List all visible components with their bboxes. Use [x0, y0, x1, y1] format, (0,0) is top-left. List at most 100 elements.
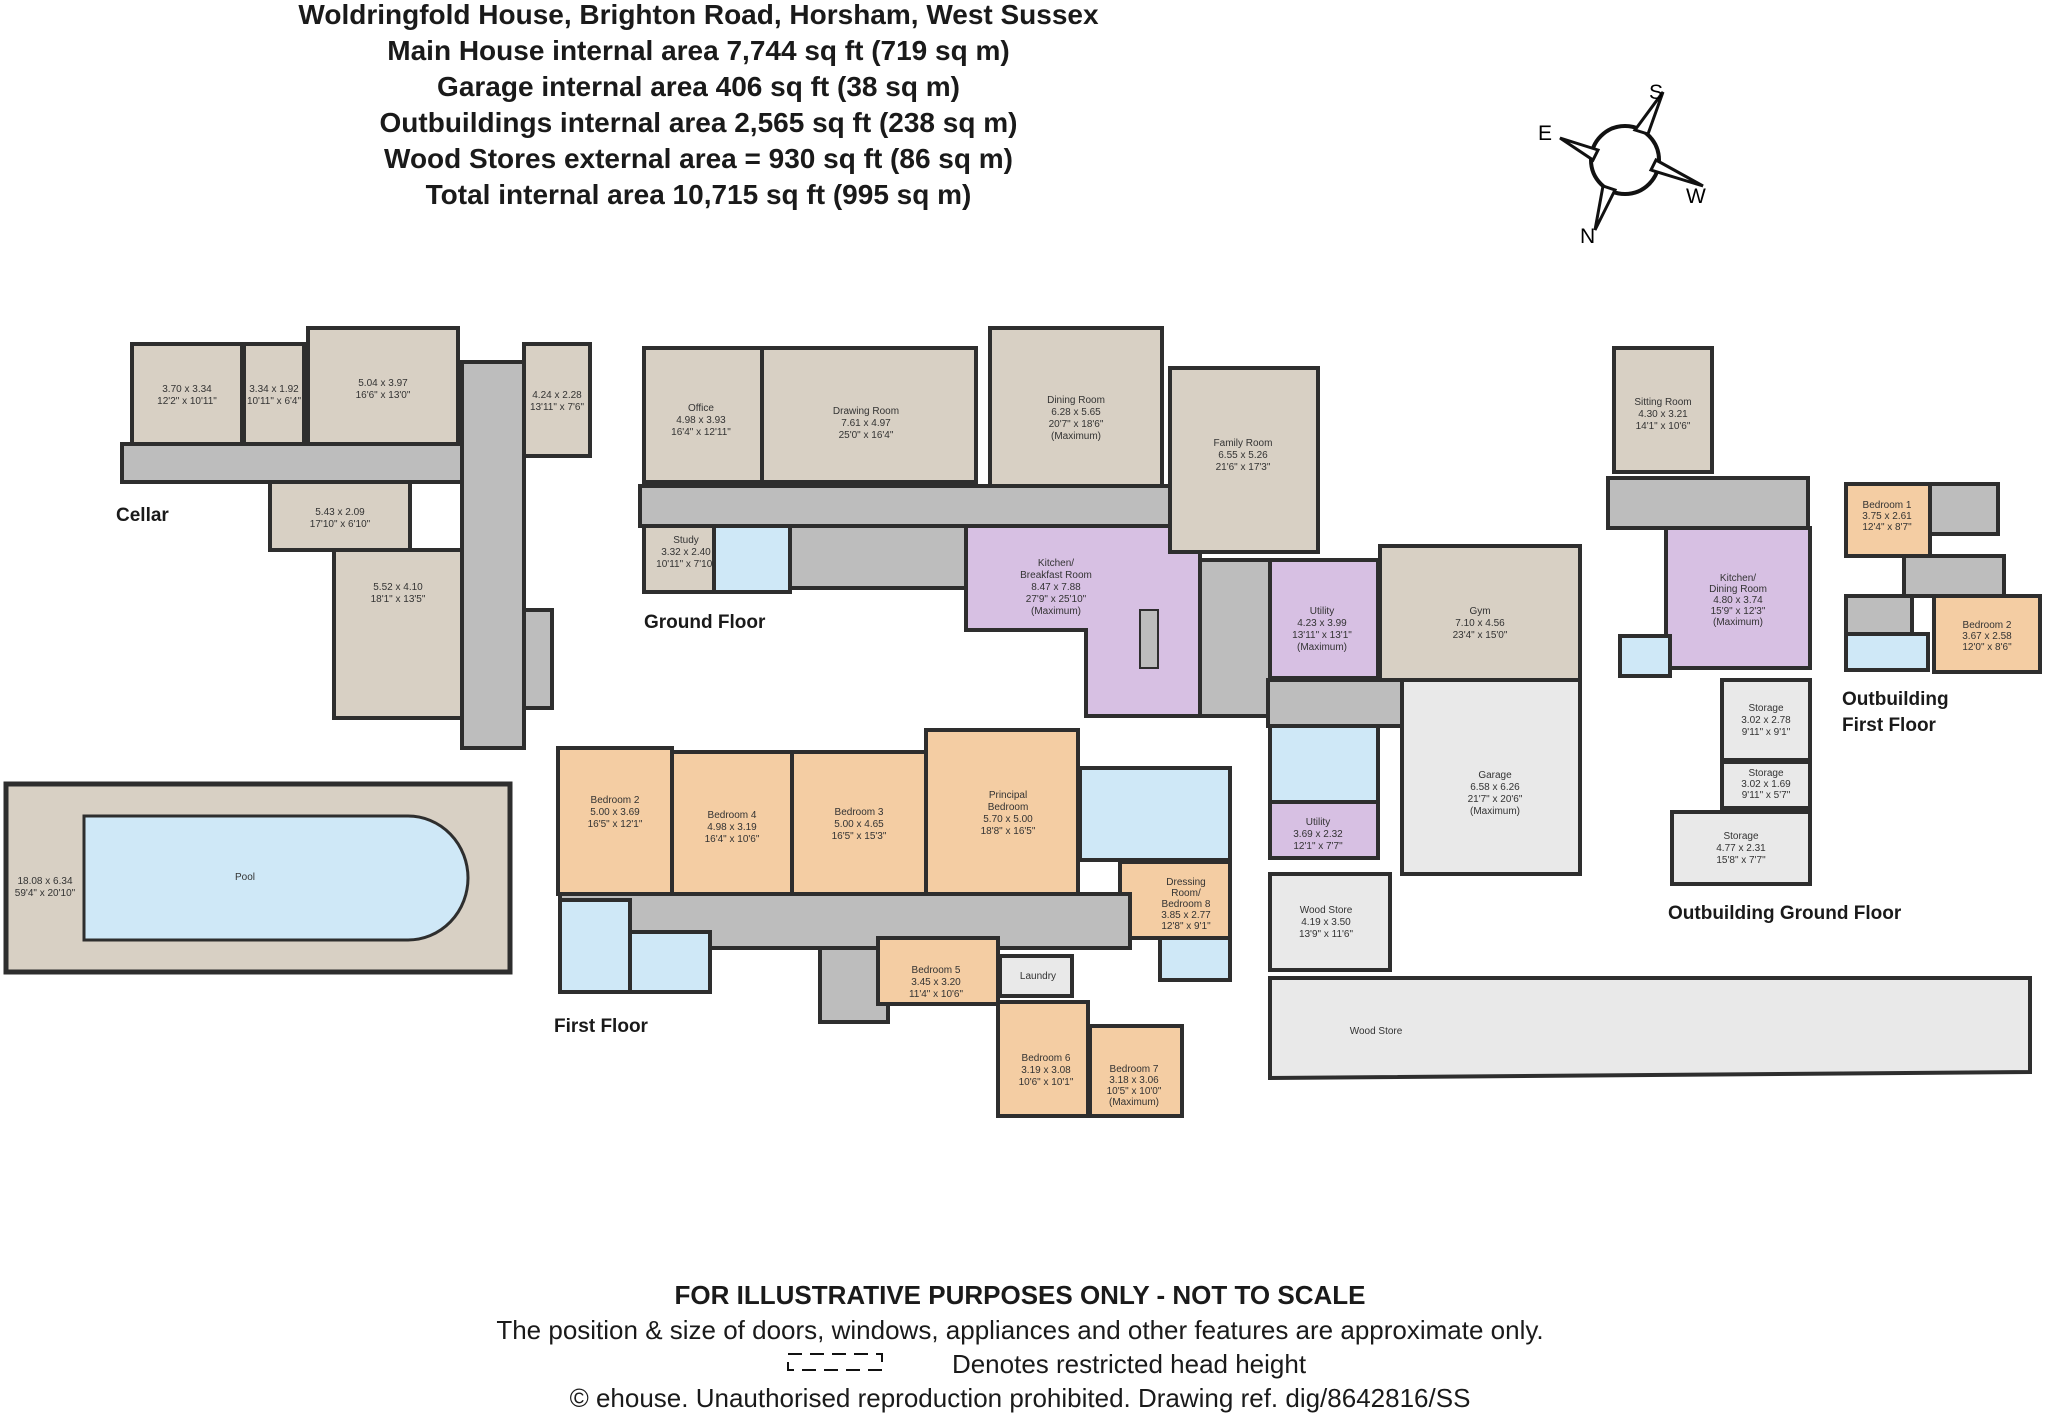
- room-dimensions: 6.55 x 5.26: [1218, 450, 1268, 461]
- room-dimensions: 3.67 x 2.58: [1962, 631, 2012, 642]
- room-name: Wood Store: [1350, 1026, 1403, 1037]
- room-dimensions-imperial: 20'7" x 18'6": [1049, 419, 1104, 430]
- storage-2: [1720, 760, 1812, 810]
- room-dimensions: 5.00 x 4.65: [834, 819, 884, 830]
- room-dimensions-imperial: 15'9" x 12'3": [1711, 606, 1766, 617]
- outbuilding-stair: [1902, 554, 2006, 598]
- room-dimensions: 3.02 x 2.78: [1741, 715, 1791, 726]
- room-name: Storage: [1748, 768, 1783, 779]
- bedroom-7: [1088, 1024, 1184, 1118]
- room-note: (Maximum): [1470, 806, 1520, 817]
- room-dimensions-imperial: 25'0" x 16'4": [839, 430, 894, 441]
- room-dimensions: 4.80 x 3.74: [1713, 595, 1763, 606]
- garage-area: Garage internal area 406 sq ft (38 sq m): [437, 71, 960, 102]
- room-dimensions: 3.75 x 2.61: [1862, 511, 1912, 522]
- cellar-room-2: [242, 342, 306, 446]
- room-name: Bedroom 2: [1963, 620, 2012, 631]
- room-dimensions: 4.23 x 3.99: [1297, 618, 1347, 629]
- plan-title: Woldringfold House, Brighton Road, Horsh…: [298, 0, 1099, 30]
- room-dimensions: 7.61 x 4.97: [841, 418, 891, 429]
- room-dimensions-imperial: 12'4" x 8'7": [1862, 522, 1912, 533]
- cellar-spine-corridor: [460, 360, 526, 750]
- sitting-room: [1612, 346, 1714, 474]
- room-name: Family Room: [1214, 438, 1273, 449]
- cellar-room-6: [332, 548, 464, 720]
- outbuilding-first-plan: Bedroom 1 3.75 x 2.61 12'4" x 8'7" Bedro…: [1842, 482, 2042, 736]
- utility-2: [1268, 800, 1380, 860]
- ground-stair-hall: [788, 524, 968, 590]
- room-name: Kitchen/: [1038, 558, 1074, 569]
- storage-3: [1670, 810, 1812, 886]
- floor-label-outbuilding-1: Outbuilding: [1842, 689, 1949, 710]
- outbuilding-bedroom-1: [1844, 482, 1932, 558]
- room-dimensions-imperial: 12'8" x 9'1": [1161, 921, 1211, 932]
- garage: [1400, 678, 1582, 876]
- room-dimensions-imperial: 10'6" x 10'1": [1019, 1077, 1074, 1088]
- room-dimensions-imperial: 16'5" x 15'3": [832, 831, 887, 842]
- room-dimensions: 5.70 x 5.00: [983, 814, 1033, 825]
- room-name: Storage: [1748, 703, 1783, 714]
- room-name: Dining Room: [1047, 395, 1105, 406]
- room-name: Office: [688, 403, 714, 414]
- wood-store-2: [1268, 976, 2032, 1081]
- room-name: Bedroom 6: [1022, 1053, 1071, 1064]
- main-house-area: Main House internal area 7,744 sq ft (71…: [387, 35, 1010, 66]
- room-name: Laundry: [1020, 971, 1056, 982]
- room-name: Principal: [989, 790, 1027, 801]
- room-dimensions-imperial: 59'4" x 20'10": [15, 888, 76, 899]
- kitchen-island: [1139, 609, 1159, 669]
- approximate-note: The position & size of doors, windows, a…: [496, 1315, 1544, 1345]
- cellar-plan: 3.70 x 3.34 12'2" x 10'11" 3.34 x 1.92 1…: [116, 326, 592, 750]
- cellar-stairs: [522, 608, 554, 710]
- compass-s: S: [1649, 81, 1663, 104]
- room-name: Storage: [1723, 831, 1758, 842]
- room-note: (Maximum): [1297, 642, 1347, 653]
- room-dimensions: 8.47 x 7.88: [1031, 582, 1081, 593]
- room-dimensions: 3.19 x 3.08: [1021, 1065, 1071, 1076]
- room-dimensions-imperial: 9'11" x 9'1": [1742, 727, 1791, 738]
- room-dimensions-imperial: 18'8" x 16'5": [981, 826, 1036, 837]
- room-dimensions-imperial: 10'11" x 6'4": [247, 396, 302, 407]
- room-dimensions-imperial: 17'10" x 6'10": [310, 519, 371, 530]
- room-dimensions: 5.04 x 3.97: [358, 378, 408, 389]
- compass-n: N: [1580, 225, 1595, 248]
- room-dimensions: 18.08 x 6.34: [17, 876, 72, 887]
- outbuilding-ground-plan: Sitting Room 4.30 x 3.21 14'1" x 10'6" K…: [1606, 346, 1902, 924]
- room-dimensions: 4.19 x 3.50: [1301, 917, 1351, 928]
- room-name: Bedroom 7: [1110, 1064, 1159, 1075]
- room-name: Bedroom 3: [835, 807, 884, 818]
- room-dimensions-imperial: 10'11" x 7'10": [656, 559, 716, 570]
- room-dimensions: 4.24 x 2.28: [532, 390, 582, 401]
- outbuilding-first-hall: [1844, 594, 1914, 636]
- rear-passage: [1198, 558, 1272, 718]
- room-dimensions: 5.52 x 4.10: [373, 582, 423, 593]
- room-name: Bedroom 8: [1162, 899, 1211, 910]
- outbuilding-hall: [1606, 476, 1810, 530]
- principal-en-suite: [1078, 766, 1232, 862]
- outbuilding-bathroom: [1844, 632, 1930, 672]
- bedroom-2: [556, 746, 674, 896]
- first-floor-plan: Bedroom 2 5.00 x 3.69 16'5" x 12'1" Bedr…: [554, 728, 1232, 1118]
- room-note: (Maximum): [1109, 1097, 1159, 1108]
- ground-hall: [638, 484, 1172, 528]
- room-name: Garage: [1478, 770, 1512, 781]
- outbuildings-area: Outbuildings internal area 2,565 sq ft (…: [379, 107, 1018, 138]
- bedroom-5: [876, 936, 1000, 1006]
- compass-e: E: [1538, 122, 1552, 145]
- room-dimensions: 4.98 x 3.93: [676, 415, 726, 426]
- pool-basin: [82, 814, 470, 942]
- room-dimensions: 3.34 x 1.92: [249, 384, 299, 395]
- outbuilding-wc: [1618, 634, 1672, 678]
- kitchen-breakfast-room: [964, 524, 1202, 718]
- bedroom-6: [996, 1000, 1090, 1118]
- room-dimensions-imperial: 23'4" x 15'0": [1453, 630, 1508, 641]
- room-dimensions-imperial: 21'7" x 20'6": [1468, 794, 1523, 805]
- room-name: Utility: [1306, 817, 1330, 828]
- room-dimensions-imperial: 16'4" x 10'6": [705, 834, 760, 845]
- copyright: © ehouse. Unauthorised reproduction proh…: [569, 1383, 1471, 1413]
- room-dimensions-imperial: 12'1" x 7'7": [1293, 841, 1343, 852]
- laundry: [998, 954, 1074, 998]
- office: [642, 346, 764, 484]
- room-dimensions: 6.58 x 6.26: [1470, 782, 1520, 793]
